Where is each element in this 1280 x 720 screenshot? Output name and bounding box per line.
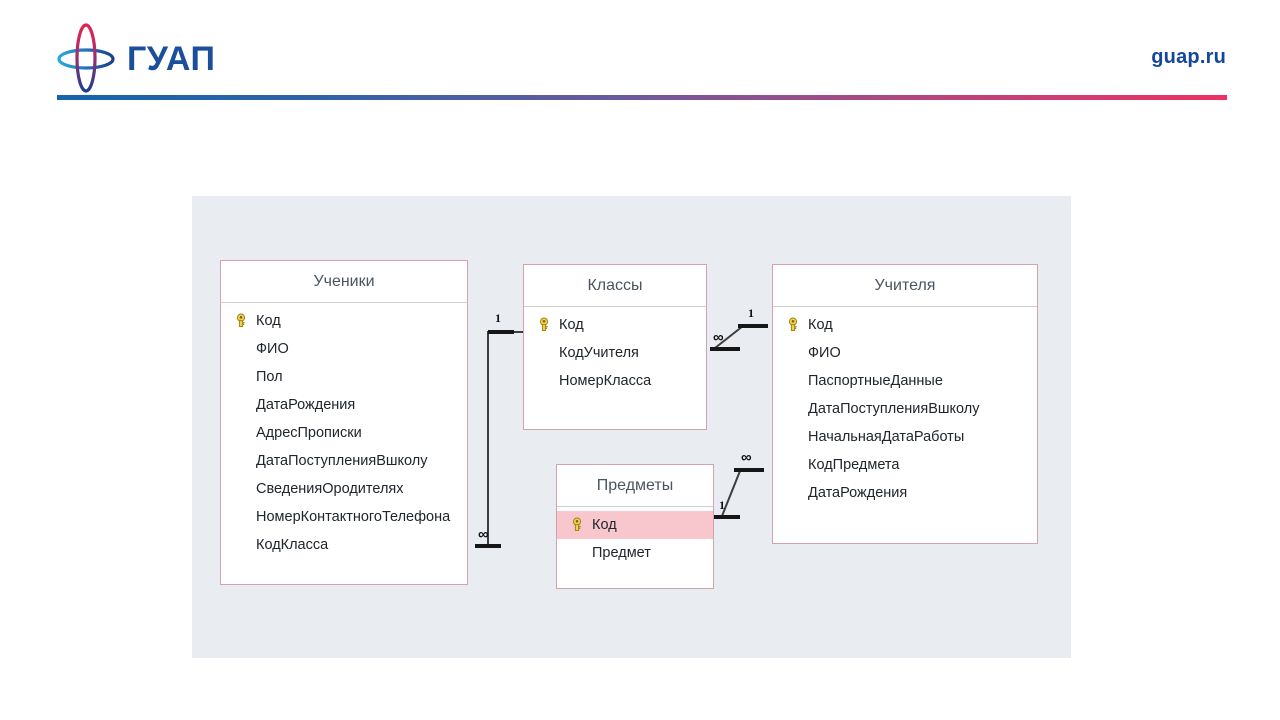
field-row[interactable]: НомерКласса [559, 373, 652, 389]
field-row[interactable]: ФИО [256, 341, 289, 357]
field-row[interactable]: КодУчителя [559, 345, 639, 361]
table-header-uchitelya[interactable]: Учителя [773, 265, 1037, 307]
table-box-uchitelya[interactable]: Учителя Код ФИО ПаспортныеДанные ДатаПос… [772, 264, 1038, 544]
primary-key-icon [569, 517, 585, 533]
field-row[interactable]: СведенияОродителях [256, 481, 404, 497]
field-row[interactable]: ДатаПоступленияВшколу [808, 401, 980, 417]
primary-key-icon [536, 317, 552, 333]
table-title-ucheniki: Ученики [313, 272, 375, 290]
table-box-ucheniki[interactable]: Ученики Код ФИО Пол ДатаРождения АдресПр… [220, 260, 468, 585]
table-header-ucheniki[interactable]: Ученики [221, 261, 467, 303]
field-row[interactable]: ПаспортныеДанные [808, 373, 943, 389]
cardinality-one-uchitelya: 1 [748, 306, 754, 320]
table-fields-ucheniki: Код ФИО Пол ДатаРождения АдресПрописки Д… [221, 303, 467, 559]
field-row[interactable]: НомерКонтактногоТелефона [256, 509, 451, 525]
field-row[interactable]: АдресПрописки [256, 425, 362, 441]
field-row[interactable]: Код [773, 311, 1037, 339]
field-row[interactable]: Пол [256, 369, 283, 385]
field-row[interactable]: ФИО [808, 345, 841, 361]
table-header-predmety[interactable]: Предметы [557, 465, 713, 507]
cardinality-one-klassy: 1 [495, 311, 501, 325]
field-row[interactable]: Код [221, 307, 467, 335]
field-row[interactable]: ДатаРождения [256, 397, 356, 413]
guap-orbit-logo-icon [57, 23, 115, 93]
field-row[interactable]: ДатаПоступленияВшколу [256, 453, 428, 469]
primary-key-icon [233, 313, 249, 329]
table-fields-klassy: Код КодУчителя НомерКласса [524, 307, 706, 395]
table-fields-uchitelya: Код ФИО ПаспортныеДанные ДатаПоступления… [773, 307, 1037, 507]
field-row[interactable]: ДатаРождения [808, 485, 908, 501]
table-box-predmety[interactable]: Предметы Код Предмет [556, 464, 714, 589]
table-title-uchitelya: Учителя [874, 276, 936, 294]
table-box-klassy[interactable]: Классы Код КодУчителя НомерКласса [523, 264, 707, 430]
page-header: ГУАП guap.ru [0, 0, 1280, 120]
header-divider [57, 95, 1227, 100]
table-title-predmety: Предметы [596, 476, 674, 494]
relationships-canvas[interactable]: 1 ∞ 1 ∞ 1 ∞ Ученики Код ФИО Пол ДатаРожд… [192, 196, 1071, 658]
field-row[interactable]: Предмет [592, 545, 651, 561]
field-row-selected[interactable]: Код [557, 511, 713, 539]
relationship-klassy-ucheniki [475, 330, 523, 548]
table-title-klassy: Классы [587, 276, 643, 294]
primary-key-icon [785, 317, 801, 333]
field-row[interactable]: НачальнаяДатаРаботы [808, 429, 965, 445]
logo-wordmark: ГУАП [127, 40, 216, 78]
cardinality-many-klassy: ∞ [713, 329, 724, 346]
cardinality-one-predmety: 1 [719, 498, 725, 512]
cardinality-many-kodpredmeta: ∞ [741, 449, 752, 466]
field-row[interactable]: Код [524, 311, 706, 339]
field-row[interactable]: КодПредмета [808, 457, 900, 473]
table-header-klassy[interactable]: Классы [524, 265, 706, 307]
guap-logo: ГУАП [55, 22, 265, 94]
site-url-link[interactable]: guap.ru [1151, 46, 1226, 68]
table-fields-predmety: Код Предмет [557, 507, 713, 567]
field-row[interactable]: КодКласса [256, 537, 329, 553]
cardinality-many-ucheniki: ∞ [478, 526, 489, 543]
